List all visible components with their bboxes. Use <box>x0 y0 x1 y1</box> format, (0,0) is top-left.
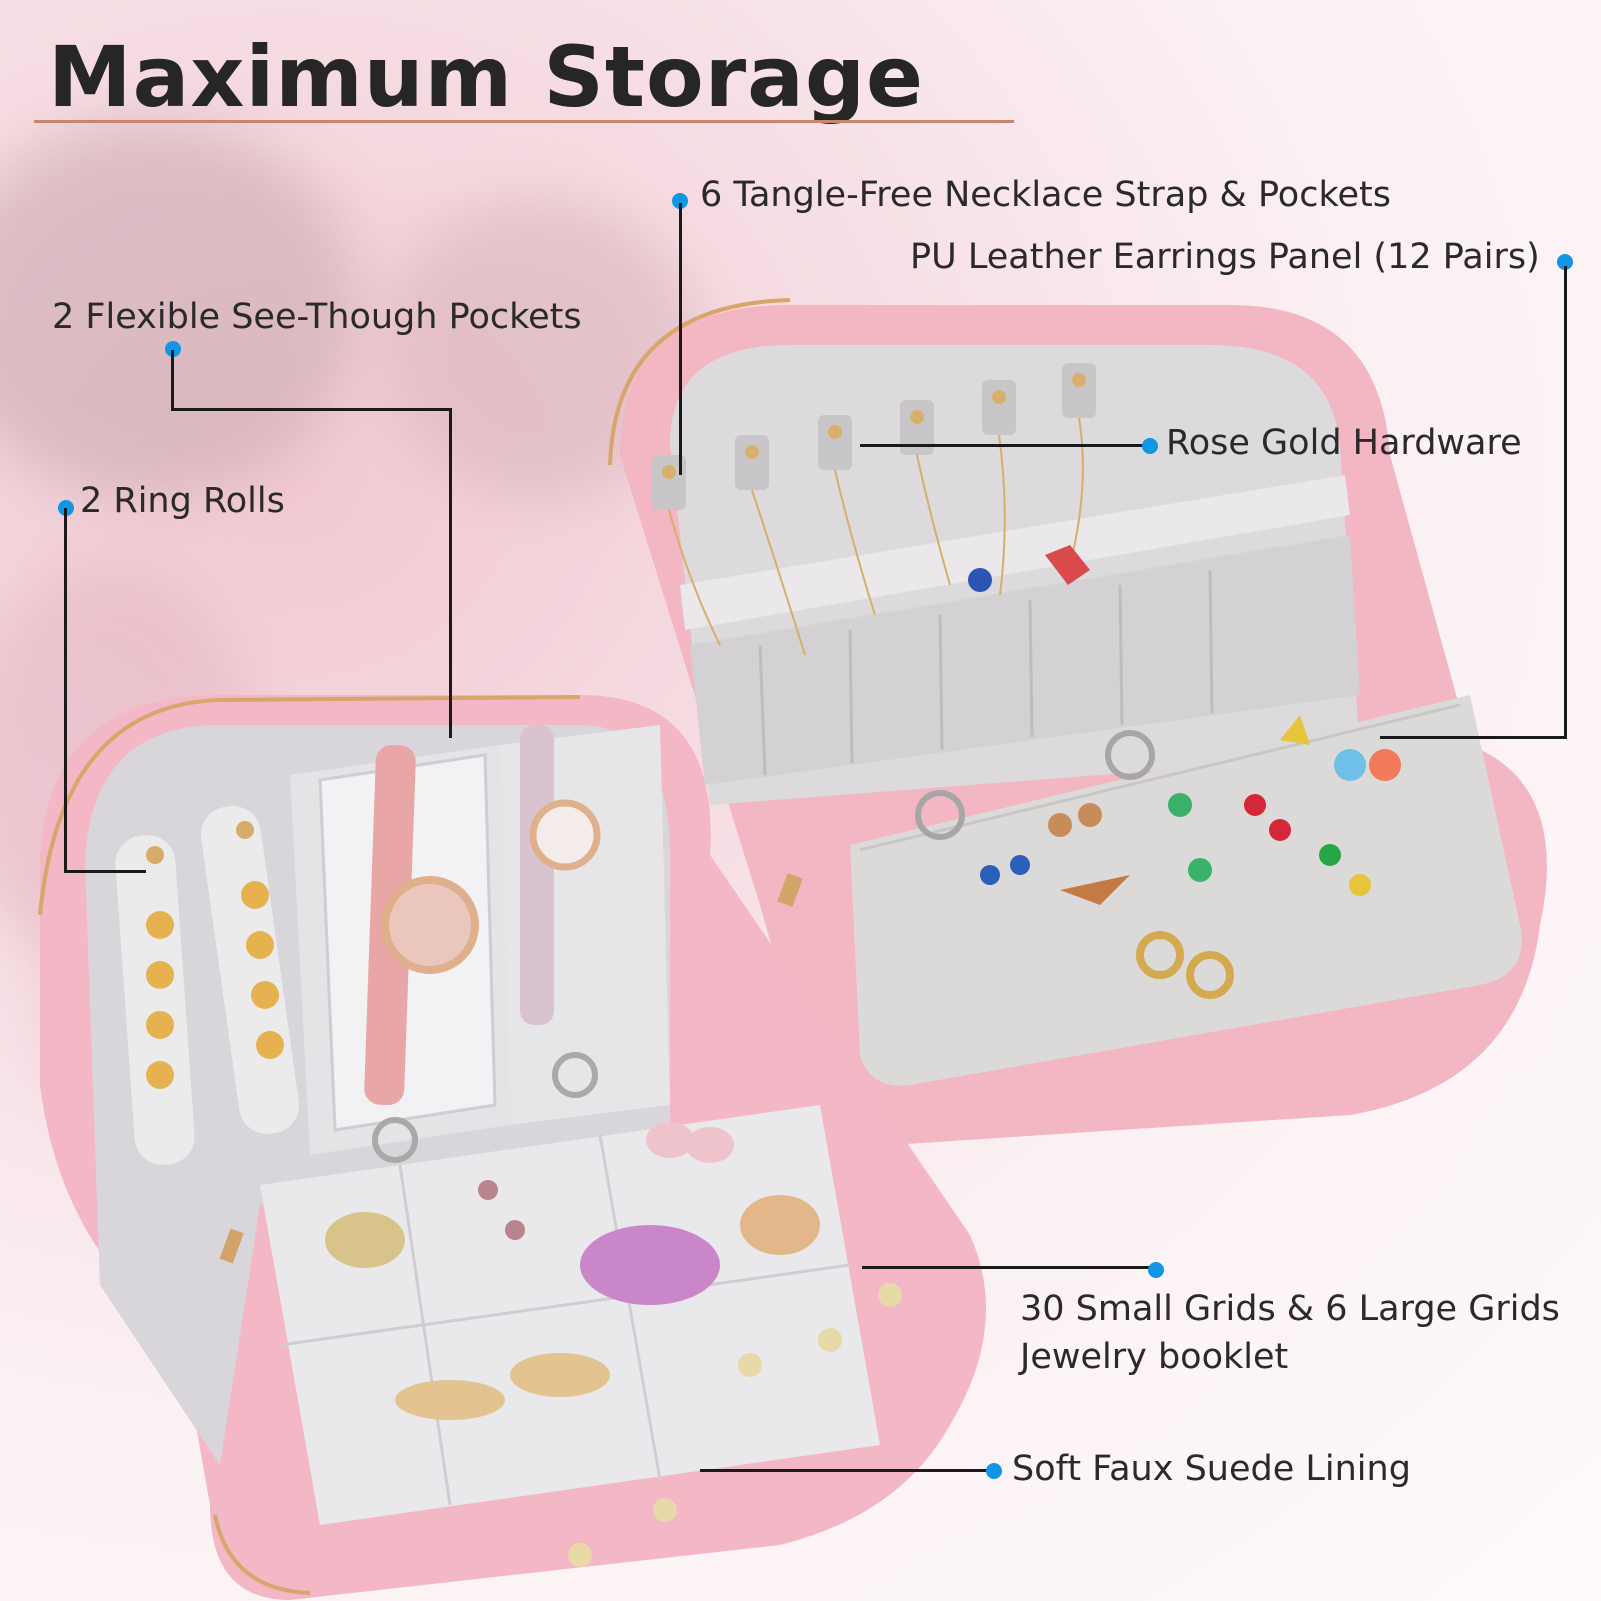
grids-callout-line <box>862 1266 1157 1269</box>
lining-callout-dot <box>986 1463 1002 1479</box>
earrings-callout-line <box>1380 736 1567 739</box>
page-title: Maximum Storage <box>48 28 924 126</box>
title-underline <box>34 120 1014 123</box>
grids-callout-dot <box>1148 1262 1164 1278</box>
right-jewelry-case <box>608 298 1547 1147</box>
pockets-callout-line <box>171 350 174 411</box>
rings-callout-line <box>64 508 67 873</box>
earrings-callout-dot <box>1557 254 1573 270</box>
necklace-callout-dot <box>672 193 688 209</box>
rings-callout-line <box>64 870 146 873</box>
lining-callout-line <box>700 1469 990 1472</box>
left-jewelry-case <box>38 695 986 1600</box>
lining-callout-label: Soft Faux Suede Lining <box>1012 1449 1411 1489</box>
background-bokeh <box>0 120 360 500</box>
hardware-callout-dot <box>1142 438 1158 454</box>
pockets-callout-line <box>171 408 452 411</box>
grids-callout-label: 30 Small Grids & 6 Large Grids <box>1020 1289 1560 1329</box>
necklace-callout-label: 6 Tangle-Free Necklace Strap & Pockets <box>700 175 1391 215</box>
hardware-callout-line <box>860 444 1150 447</box>
earrings-callout-label: PU Leather Earrings Panel (12 Pairs) <box>910 237 1540 277</box>
necklace-callout-line <box>679 203 682 475</box>
grids-callout-label: Jewelry booklet <box>1020 1337 1289 1377</box>
earrings-callout-line <box>1564 266 1567 738</box>
pockets-callout-dot <box>165 341 181 357</box>
pockets-callout-label: 2 Flexible See-Though Pockets <box>52 297 582 337</box>
hardware-callout-label: Rose Gold Hardware <box>1166 423 1522 463</box>
rings-callout-label: 2 Ring Rolls <box>80 481 285 521</box>
pockets-callout-line <box>449 408 452 738</box>
